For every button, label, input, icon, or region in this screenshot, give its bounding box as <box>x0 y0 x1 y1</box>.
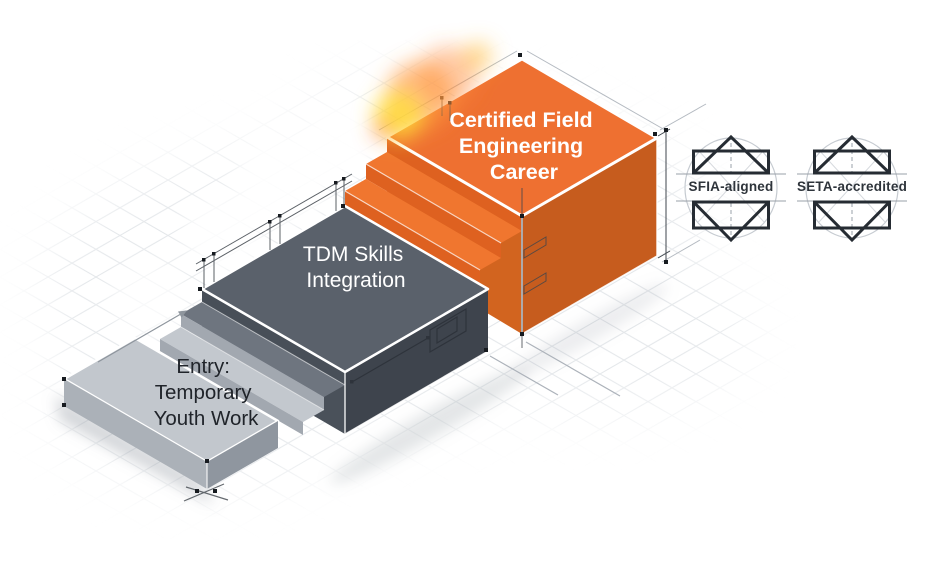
step-tdm-label: TDM Skills Integration <box>303 243 409 292</box>
label-line: Entry: <box>176 355 230 378</box>
label-line: Certified Field <box>449 108 592 132</box>
label-line: Career <box>490 160 559 184</box>
sfia-badge: SFIA-aligned <box>674 134 788 242</box>
step-entry-label: Entry: Temporary Youth Work <box>154 355 260 430</box>
step-career-label: Certified Field Engineering Career <box>449 108 598 184</box>
glow-highlight <box>373 42 492 140</box>
step-entry-frontleft-face <box>64 379 207 489</box>
seta-badge-label: SETA-accredited <box>797 179 907 194</box>
step-tdm-right-face <box>345 289 488 434</box>
label-line: TDM Skills <box>303 243 403 266</box>
wireframe-detail <box>350 307 467 384</box>
step-tdm-block <box>160 204 490 435</box>
label-line: Integration <box>306 269 405 292</box>
label-line: Temporary <box>155 381 253 404</box>
step-entry-frontright-face <box>207 421 278 489</box>
label-line: Engineering <box>459 134 583 158</box>
step-entry-block <box>62 336 280 489</box>
sfia-badge-label: SFIA-aligned <box>689 179 774 194</box>
seta-badge: SETA-accredited <box>795 134 909 242</box>
step-career-right-face <box>522 138 657 334</box>
label-line: Youth Work <box>154 407 260 430</box>
